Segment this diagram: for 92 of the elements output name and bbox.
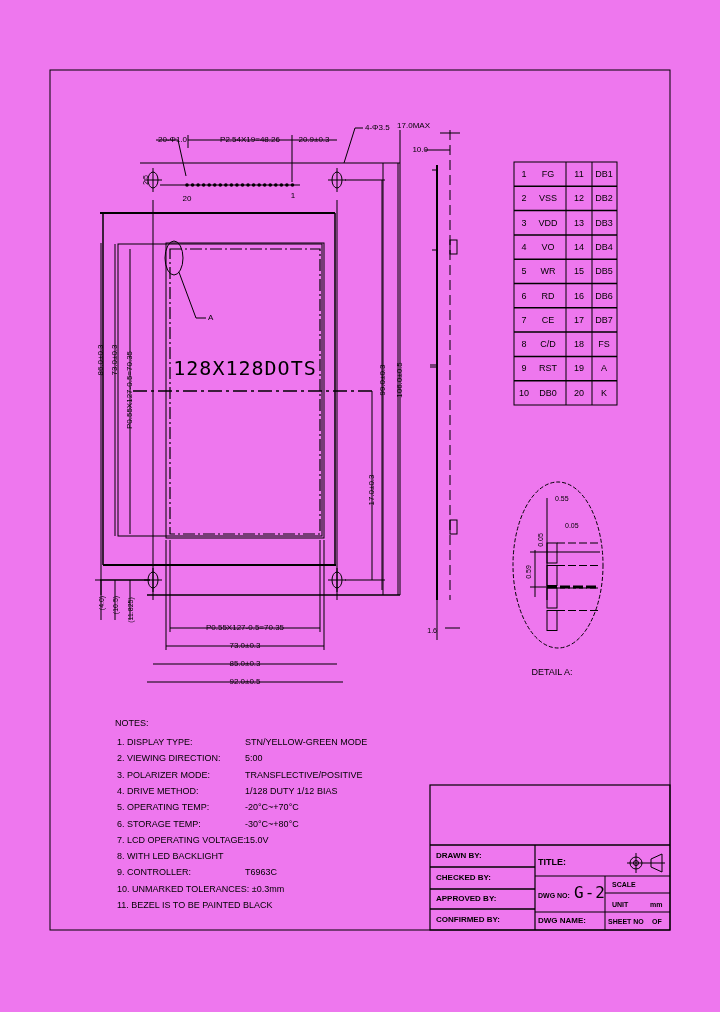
pin-number: 9 [521,363,527,373]
leader-line [178,271,207,319]
note-value: 15.0V [245,835,269,845]
title-block-field: CHECKED BY: [436,874,491,882]
signal-name: VSS [539,193,557,203]
title-block-field: CONFIRMED BY: [436,916,500,924]
note-value: STN/YELLOW-GREEN MODE [245,737,368,747]
pin-number-label: 20 [182,195,192,203]
leader-line [343,127,364,164]
pin-number: 12 [574,193,584,203]
detail-marker-circle [164,240,184,276]
pin-number: 17 [574,315,584,325]
note-text: 1. DISPLAY TYPE: [117,737,193,747]
resolution-text: 128X128DOTS [173,358,317,378]
note-value: T6963C [245,867,278,877]
signal-name: A [601,363,607,373]
dimension-label: 17.0±0.3 [368,474,376,506]
dimension-label: P0.55X127-0.5=70.35 [205,624,285,632]
signal-name: WR [540,266,556,276]
note-text: 5. OPERATING TEMP: [117,802,210,812]
notes-heading: NOTES: [115,718,149,728]
pin-number: 18 [574,339,584,349]
pin-number: 15 [574,266,584,276]
pin-number: 11 [574,169,584,179]
note-text: 6. STORAGE TEMP: [117,819,201,828]
pin-number: 7 [521,315,527,325]
note-text: 10. UNMARKED TOLERANCES: ±0.3mm [117,884,285,894]
signal-name: DB7 [595,315,613,325]
dimension-label: P2.54X19=48.26 [220,136,280,144]
title-block-field: DWG NAME: [538,917,586,925]
signal-name: FS [598,339,610,349]
note-value: 5:00 [245,753,263,763]
note-text: 11. BEZEL IS TO BE PAINTED BLACK [117,900,273,910]
note-text: 3. POLARIZER MODE: [117,770,211,780]
signal-name: DB0 [539,388,557,398]
signal-name: FG [541,169,555,179]
pin-number: 19 [574,363,584,373]
pin-number: 3 [521,218,527,228]
pin-number: 6 [521,291,527,300]
dimension-label: 106.0±0.5 [396,362,404,398]
note-text: 8. WITH LED BACKLIGHT [117,851,224,861]
signal-name: VO [541,242,555,252]
pin-number: 2 [521,193,527,203]
note-value: 1/128 DUTY 1/12 BIAS [245,786,338,796]
note-text: 9. CONTROLLER: [117,867,192,877]
pin-number: 8 [521,339,527,349]
signal-name: C/D [540,339,556,349]
dimension-label: 73.0±0.3 [229,642,261,650]
pin-number: 5 [521,266,527,276]
dimension-label: 85.0±0.3 [229,660,261,668]
pin-number: 20 [574,388,584,398]
signal-name: VDD [538,218,558,228]
dimension-label: 20.9±0.3 [298,136,330,144]
dimension-label: 86.0±0.3 [97,344,105,376]
signal-name: DB4 [595,242,613,252]
signal-name: DB2 [595,193,613,203]
signal-name: DB5 [595,266,613,276]
callout-text: 20-Φ1.0 [158,136,188,144]
signal-name: DB3 [595,218,613,228]
title-block-field: DRAWN BY: [436,852,482,860]
leader-line [155,139,187,177]
pin-number: 1 [521,169,527,179]
signal-name: CE [541,315,555,325]
callout-text: 4-Φ3.5 [365,124,390,132]
dimension-label: 17.0MAX [397,122,430,130]
pin-number-label: 1 [290,192,296,200]
title-block-field: APPROVED BY: [436,895,497,903]
note-text: 7. LCD OPERATING VOLTAGE: [117,835,247,845]
signal-name: DB1 [595,169,613,179]
signal-name: RD [541,291,555,300]
signal-name: K [601,388,607,398]
callout-text: A [208,314,214,322]
dimension-label: P0.55X127-0.5=70.35 [126,350,134,430]
drawing-number: G-2 [574,885,606,901]
pin-number: 14 [574,242,584,252]
pin-number: 13 [574,218,584,228]
dimension-label: 73.0±0.3 [111,344,119,376]
note-value: -20°C~+70°C [245,802,299,812]
title-block-field: TITLE: [538,857,566,867]
signal-name: RST [539,363,557,373]
dimension-label: 99.0±0.3 [379,364,387,396]
note-text: 2. VIEWING DIRECTION: [117,753,221,763]
dimension-label: 10.0 [412,146,428,154]
note-value: -30°C~+80°C [245,819,299,828]
dimension-label: 92.0±0.5 [229,678,261,686]
note-text: 4. DRIVE METHOD: [117,786,199,796]
detail-title: DETAIL A: [531,667,573,677]
pin-number: 10 [519,388,529,398]
pin-number: 16 [574,291,584,300]
pin-number: 4 [521,242,527,252]
note-value: TRANSFLECTIVE/POSITIVE [245,770,363,780]
signal-name: DB6 [595,291,613,300]
